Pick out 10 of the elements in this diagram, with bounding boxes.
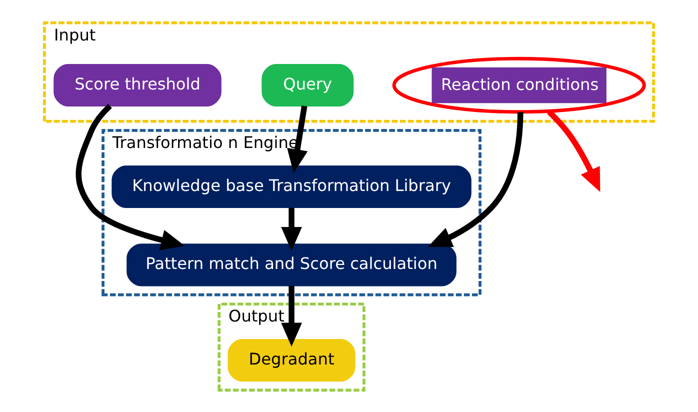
arrow xyxy=(287,105,308,173)
node-box: Score threshold xyxy=(54,63,222,106)
arrow xyxy=(281,285,302,346)
node-box: Degradant xyxy=(228,338,356,382)
arrow xyxy=(281,207,302,250)
arrow xyxy=(428,112,524,247)
node-ellipse: Reaction conditions xyxy=(392,56,646,114)
node-box: Pattern match and Score calculation xyxy=(126,243,456,286)
node-box: Knowledge base Transformation Library xyxy=(112,165,472,208)
node-box: Query xyxy=(262,63,354,106)
